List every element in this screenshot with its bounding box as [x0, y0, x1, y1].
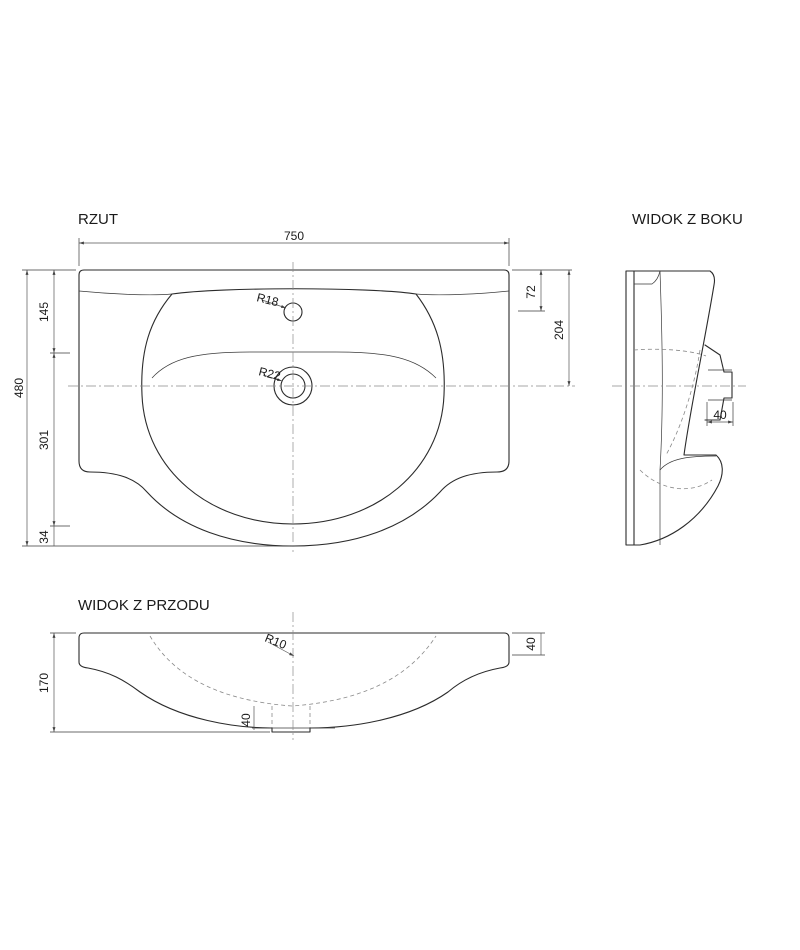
side-bowl-curve — [659, 270, 663, 545]
side-drain-spigot — [704, 344, 733, 421]
dim-rim-label: 72 — [524, 285, 538, 299]
plan-deck-line — [78, 290, 510, 296]
dim-middle-label: 301 — [37, 430, 51, 450]
side-hidden-bowl — [633, 348, 707, 456]
side-rim-detail — [634, 270, 661, 285]
plan-tap-radius-leader — [261, 299, 287, 309]
plan-view-title: RZUT — [78, 211, 118, 228]
side-view-title: WIDOK Z BOKU — [632, 211, 743, 228]
dim-top-label: 145 — [37, 302, 51, 322]
plan-drain-radius-label: R22 — [257, 364, 282, 383]
plan-bowl-outline — [141, 288, 445, 525]
side-hidden-trap — [639, 469, 713, 490]
front-hidden-bowl — [149, 635, 437, 707]
side-drain-lines — [708, 369, 732, 401]
front-rim-label: 40 — [524, 637, 538, 651]
plan-view: R18 R22 750 480 145 301 34 72 204 — [12, 229, 575, 552]
side-body-outline — [633, 270, 723, 546]
front-drain-label: 40 — [239, 713, 253, 727]
plan-drain-radius-leader — [262, 374, 283, 382]
dim-depth-label: 204 — [552, 320, 566, 340]
front-hidden-drain — [271, 706, 311, 728]
dim-bottom-label: 34 — [37, 530, 51, 544]
front-radius-leader — [267, 641, 295, 657]
front-radius-label: R10 — [263, 631, 289, 652]
side-view: 40 — [612, 270, 746, 546]
plan-tap-radius-label: R18 — [255, 290, 280, 309]
front-view: R10 40 170 40 — [37, 612, 545, 740]
side-bowl-base — [659, 455, 717, 471]
side-back-profile — [625, 270, 635, 546]
dim-total-height-label: 480 — [12, 378, 26, 398]
front-height-label: 170 — [37, 673, 51, 693]
dim-width-label: 750 — [284, 229, 304, 243]
front-outline — [78, 632, 510, 733]
front-view-title: WIDOK Z PRZODU — [78, 597, 210, 614]
side-dim-drain-label: 40 — [713, 408, 727, 422]
